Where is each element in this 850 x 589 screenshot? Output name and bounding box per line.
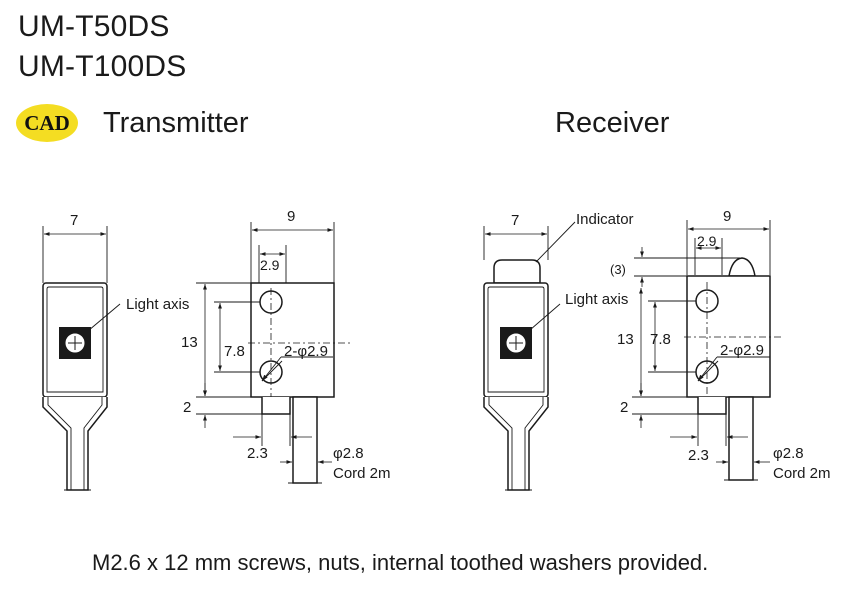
screws-note: M2.6 x 12 mm screws, nuts, internal toot… <box>92 550 709 575</box>
transmitter-heading: Transmitter <box>103 107 249 139</box>
tx-hole-offset-label: 2.9 <box>260 257 280 273</box>
rx-light-axis-label: Light axis <box>565 291 628 308</box>
model-title-1: UM-T50DS <box>18 10 170 43</box>
tx-height-label: 13 <box>181 334 198 351</box>
tx-cord-label: Cord 2m <box>333 465 391 482</box>
rx-side-width-label: 9 <box>723 208 731 225</box>
rx-cord-label: Cord 2m <box>773 465 831 482</box>
receiver-heading: Receiver <box>555 107 670 139</box>
tx-hole-pitch-label: 7.8 <box>224 343 245 360</box>
tx-cord-dia-label: φ2.8 <box>333 445 364 462</box>
tx-front-width-label: 7 <box>70 212 78 229</box>
transmitter-side-view: 9 2.9 13 7.8 2-φ2.9 2 <box>181 208 391 484</box>
tx-side-width-label: 9 <box>287 208 295 225</box>
rx-hole-spec-label: 2-φ2.9 <box>720 342 764 359</box>
rx-cord-offset-label: 2.3 <box>688 447 709 464</box>
rx-indicator-label: Indicator <box>576 211 634 228</box>
transmitter-front-view: 7 Light axis <box>42 212 189 491</box>
cad-badge[interactable]: CAD <box>16 104 78 142</box>
rx-hole-offset-label: 2.9 <box>697 233 717 249</box>
tx-hole-spec-label: 2-φ2.9 <box>284 343 328 360</box>
receiver-front-view: 7 Indicator Light axis <box>483 211 634 491</box>
rx-cord-dia-label: φ2.8 <box>773 445 804 462</box>
tx-bottom-gap-label: 2 <box>183 399 191 416</box>
rx-indicator <box>493 259 541 284</box>
rx-indicator-height-label: (3) <box>610 262 626 277</box>
model-title-2: UM-T100DS <box>18 50 187 83</box>
cad-badge-label: CAD <box>24 110 70 135</box>
tx-light-axis-label: Light axis <box>126 296 189 313</box>
rx-hole-pitch-label: 7.8 <box>650 331 671 348</box>
receiver-side-view: 9 2.9 (3) 13 7.8 2-φ2.9 <box>610 208 831 482</box>
rx-front-width-label: 7 <box>511 212 519 229</box>
rx-height-label: 13 <box>617 331 634 348</box>
rx-bottom-gap-label: 2 <box>620 399 628 416</box>
tx-cord-offset-label: 2.3 <box>247 445 268 462</box>
